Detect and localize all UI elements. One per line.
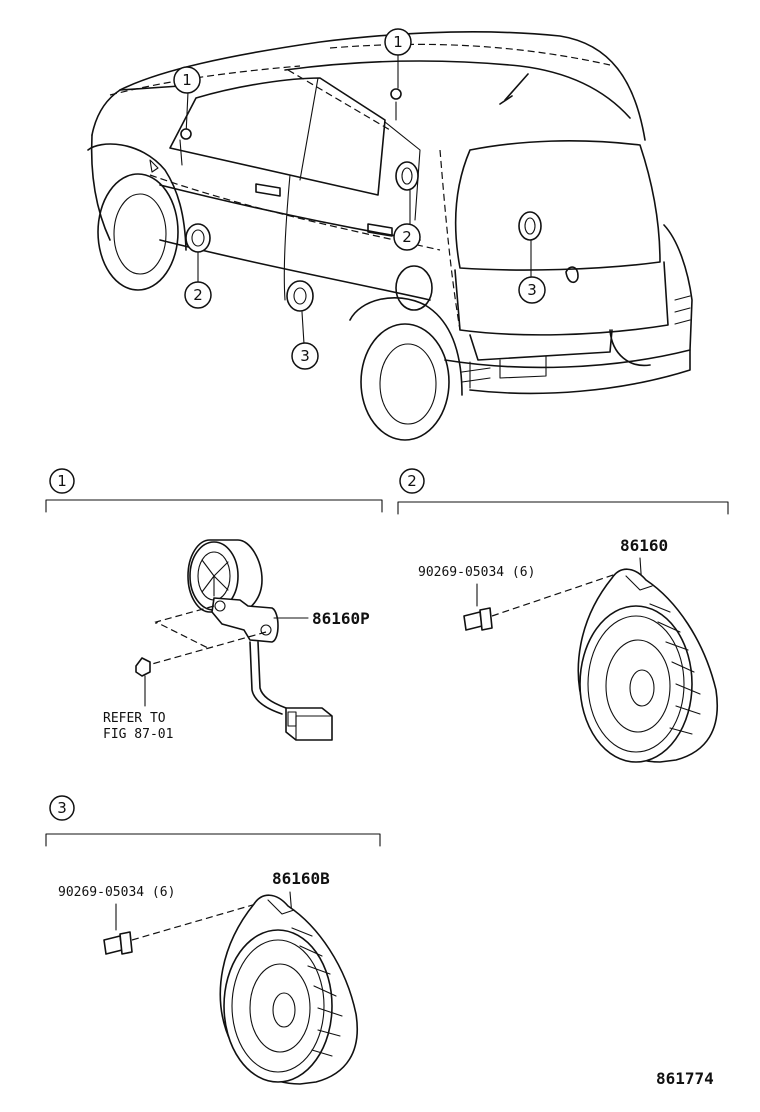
part-label-86160: 86160 bbox=[620, 536, 668, 555]
section-2-marker bbox=[399, 468, 425, 494]
callout-2-right: 2 bbox=[393, 223, 421, 251]
car-speaker-front-right bbox=[395, 161, 419, 227]
callout-2-left: 2 bbox=[184, 281, 212, 309]
svg-text:2: 2 bbox=[402, 228, 412, 246]
section-1: 1 86160P REF bbox=[45, 468, 383, 742]
speaker-part-86160 bbox=[577, 568, 718, 763]
section-3: 3 86160B 90269-05034 (6) bbox=[45, 795, 381, 1085]
refer-note-line1: REFER TO bbox=[103, 711, 166, 726]
screw-label-section-2: 90269-05034 (6) bbox=[418, 565, 535, 580]
callout-3-left: 3 bbox=[291, 342, 319, 370]
screw-part-section-2 bbox=[463, 607, 493, 631]
figure-number: 861774 bbox=[656, 1069, 714, 1088]
part-label-86160B: 86160B bbox=[272, 869, 330, 888]
callout-3-right: 3 bbox=[518, 276, 546, 304]
section-3-bracket bbox=[45, 833, 381, 847]
section-1-bracket bbox=[45, 499, 383, 513]
tweeter-part bbox=[187, 539, 333, 741]
callout-1-left: 1 bbox=[173, 66, 201, 94]
car-speaker-rear-quarter bbox=[518, 211, 542, 279]
callout-1-right: 1 bbox=[384, 28, 412, 56]
car-speaker-rear-door bbox=[286, 280, 314, 345]
car-tweeter-right bbox=[390, 51, 402, 121]
speaker-part-86160B bbox=[219, 894, 358, 1085]
section-3-marker bbox=[49, 795, 75, 821]
section-1-marker bbox=[49, 468, 75, 494]
part-label-86160P: 86160P bbox=[312, 609, 370, 628]
refer-note-line2: FIG 87-01 bbox=[103, 727, 173, 742]
svg-text:1: 1 bbox=[393, 33, 403, 51]
section-2-number: 2 bbox=[407, 472, 417, 490]
section-3-number: 3 bbox=[57, 799, 67, 817]
svg-text:2: 2 bbox=[193, 286, 203, 304]
car-tweeter-left bbox=[179, 91, 192, 166]
screw-label-section-3: 90269-05034 (6) bbox=[58, 885, 175, 900]
car-speaker-front-door bbox=[185, 223, 211, 283]
clip-part bbox=[135, 657, 151, 707]
svg-text:1: 1 bbox=[182, 71, 192, 89]
svg-text:3: 3 bbox=[300, 347, 310, 365]
car-illustration bbox=[87, 30, 693, 441]
section-1-number: 1 bbox=[57, 472, 67, 490]
section-2-bracket bbox=[397, 501, 729, 515]
screw-part-section-3 bbox=[103, 931, 133, 955]
svg-text:3: 3 bbox=[527, 281, 537, 299]
section-2: 2 86160 90269-05034 (6) bbox=[397, 468, 729, 763]
